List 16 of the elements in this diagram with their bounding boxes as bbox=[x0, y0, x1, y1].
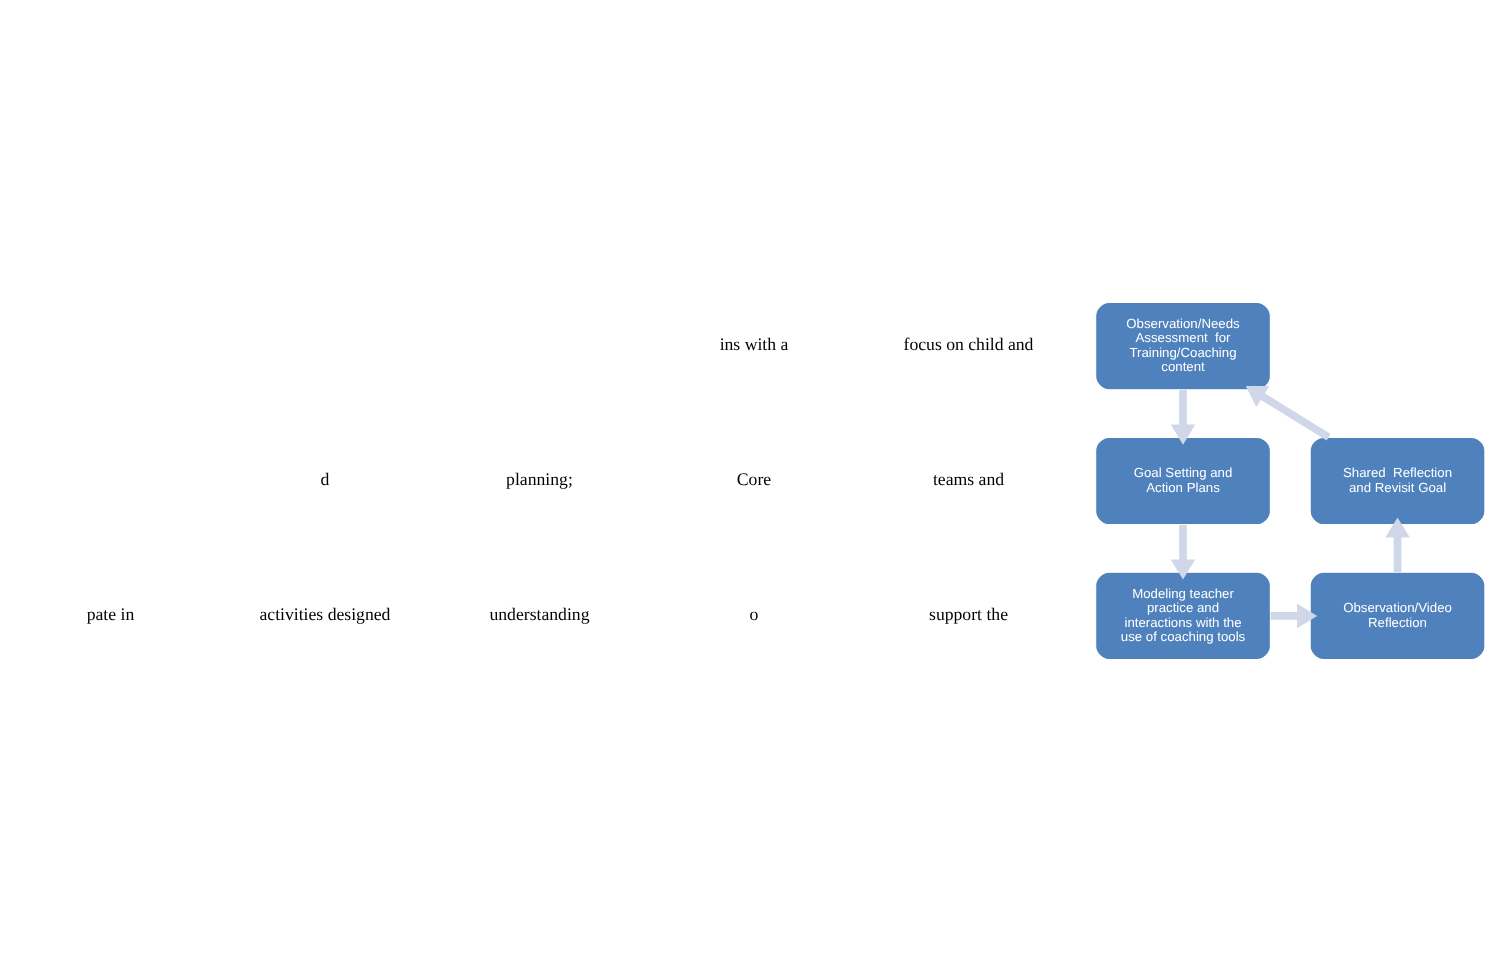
label: understanding bbox=[489, 603, 590, 624]
label: d bbox=[320, 468, 330, 489]
arrow bbox=[1170, 388, 1196, 444]
label: support the bbox=[929, 603, 1008, 624]
label: planning; bbox=[506, 468, 573, 489]
label: Core bbox=[736, 468, 772, 489]
label: focus on child and bbox=[903, 333, 1034, 354]
label: pate in bbox=[86, 603, 135, 624]
label: activities designed bbox=[259, 603, 391, 624]
label: teams and bbox=[932, 468, 1005, 489]
arrow bbox=[1170, 523, 1196, 579]
arrow bbox=[1245, 385, 1331, 440]
label: ins with a bbox=[719, 333, 789, 354]
arrow bbox=[1385, 516, 1410, 572]
label: o bbox=[749, 603, 759, 624]
arrow bbox=[1270, 602, 1318, 628]
